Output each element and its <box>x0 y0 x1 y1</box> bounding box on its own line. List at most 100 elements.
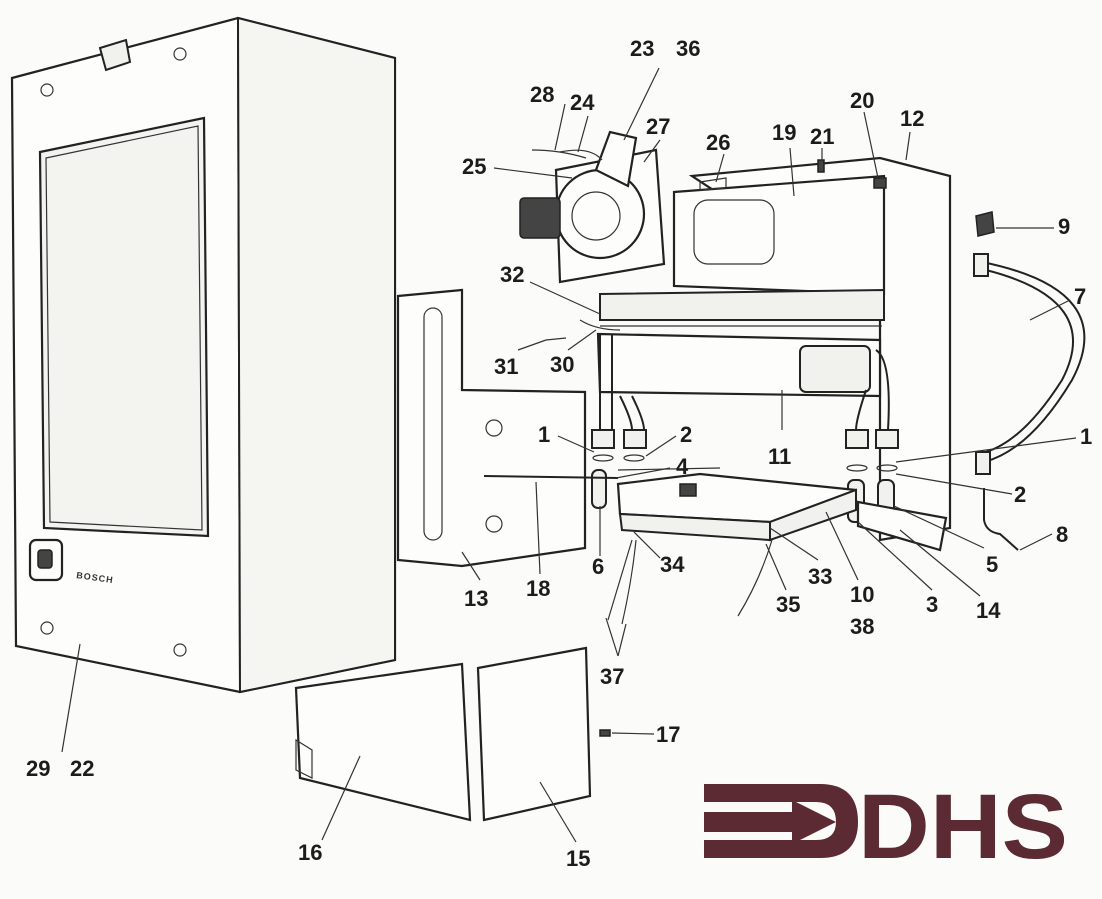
pipe-left <box>599 334 613 430</box>
bottom-cover-left <box>294 662 472 822</box>
bracket-plate <box>396 288 587 568</box>
callout-6: 6 <box>592 554 604 579</box>
screw-icon <box>40 621 54 635</box>
blower-housing <box>554 168 646 260</box>
valve-9-icon <box>975 211 995 237</box>
callout-23: 23 <box>630 36 654 61</box>
o-ring-1b <box>846 464 868 472</box>
screw-icon <box>173 643 187 657</box>
sensor-hose <box>559 149 603 161</box>
igniter-block <box>679 483 697 497</box>
callout-1-right: 1 <box>1080 424 1092 449</box>
callout-30: 30 <box>550 352 574 377</box>
exchanger-ports <box>799 345 871 393</box>
callout-27: 27 <box>646 114 670 139</box>
fitting-right-b <box>875 429 899 449</box>
callout-25: 25 <box>462 154 486 179</box>
sensor-21 <box>817 159 825 173</box>
callout-32: 32 <box>500 262 524 287</box>
pipe-mid <box>619 395 645 431</box>
callout-36: 36 <box>676 36 700 61</box>
o-ring-2 <box>623 454 645 462</box>
burner-side <box>769 488 857 542</box>
callout-15: 15 <box>566 846 590 871</box>
cabinet-window <box>38 116 210 538</box>
callout-2-right: 2 <box>1014 482 1026 507</box>
combustion-chamber-19 <box>672 174 886 296</box>
o-ring-1 <box>592 454 614 462</box>
dhs-logo: DHS <box>704 776 1068 878</box>
screw-icon <box>40 83 54 97</box>
combustion-blower <box>519 130 666 284</box>
wire-28 <box>531 149 587 159</box>
callout-17: 17 <box>656 722 680 747</box>
chamber-base <box>599 288 885 321</box>
probe-18 <box>483 475 619 479</box>
callout-16: 16 <box>298 840 322 865</box>
callout-26: 26 <box>706 130 730 155</box>
callout-20: 20 <box>850 88 874 113</box>
callout-1-left: 1 <box>538 422 550 447</box>
part-30 <box>579 319 621 331</box>
cabinet-side-panel <box>236 16 396 694</box>
bypass-hose-7 <box>973 253 1086 475</box>
callout-7: 7 <box>1074 284 1086 309</box>
part-31 <box>545 337 567 341</box>
callout-31: 31 <box>494 354 518 379</box>
fitting-right-a <box>845 429 869 449</box>
top-clip <box>98 38 132 72</box>
o-ring-2b <box>876 464 898 472</box>
callout-22: 22 <box>70 756 94 781</box>
callout-13: 13 <box>464 586 488 611</box>
mounting-bracket <box>396 288 587 568</box>
bottom-cover-16 <box>294 662 472 822</box>
logo-arrow-head <box>792 800 836 844</box>
cabinet-window-inner <box>45 125 203 531</box>
bottom-cover-15 <box>476 646 592 822</box>
switch-rocker <box>37 549 53 569</box>
base-plate-14 <box>856 500 948 552</box>
callout-10: 10 <box>850 582 874 607</box>
hose-clip-top <box>973 253 989 277</box>
hose-clip-bottom <box>975 451 991 475</box>
callout-28: 28 <box>530 82 554 107</box>
logo-arrow-bar <box>704 812 800 832</box>
wires-37 <box>607 539 773 625</box>
fitting-mid <box>623 429 647 449</box>
bottom-cover-notch <box>295 738 313 779</box>
hose-inner <box>985 269 1074 453</box>
callout-3: 3 <box>926 592 938 617</box>
callout-24: 24 <box>570 90 595 115</box>
logo-text: DHS <box>858 776 1068 878</box>
callout-5: 5 <box>986 552 998 577</box>
callout-labels: 23 36 28 24 27 25 26 19 21 20 12 9 7 32 … <box>26 36 1092 871</box>
blower-outlet <box>594 130 638 188</box>
clip-17 <box>599 729 611 737</box>
fitting-left <box>591 429 615 449</box>
callout-9: 9 <box>1058 214 1070 239</box>
bottom-cover-right <box>476 646 592 822</box>
bracket-20 <box>873 177 887 189</box>
chamber-window <box>693 199 775 265</box>
logo-arrow-shape <box>704 784 858 858</box>
screw-icon <box>173 47 187 61</box>
probe-4 <box>617 467 721 471</box>
blower-motor-icon <box>519 197 561 239</box>
callout-11: 11 <box>768 444 791 469</box>
callout-8: 8 <box>1056 522 1068 547</box>
bracket-slot <box>423 307 443 541</box>
burner-tray <box>616 472 948 552</box>
bracket-hole <box>485 419 503 437</box>
pipe-right <box>855 349 890 431</box>
blower-wheel <box>571 191 621 241</box>
tube-6 <box>591 469 607 509</box>
callout-2-left: 2 <box>680 422 692 447</box>
callout-35: 35 <box>776 592 800 617</box>
callout-33: 33 <box>808 564 832 589</box>
callout-14: 14 <box>976 598 1001 623</box>
callout-18: 18 <box>526 576 550 601</box>
callout-37: 37 <box>600 664 624 689</box>
callout-19: 19 <box>772 120 796 145</box>
